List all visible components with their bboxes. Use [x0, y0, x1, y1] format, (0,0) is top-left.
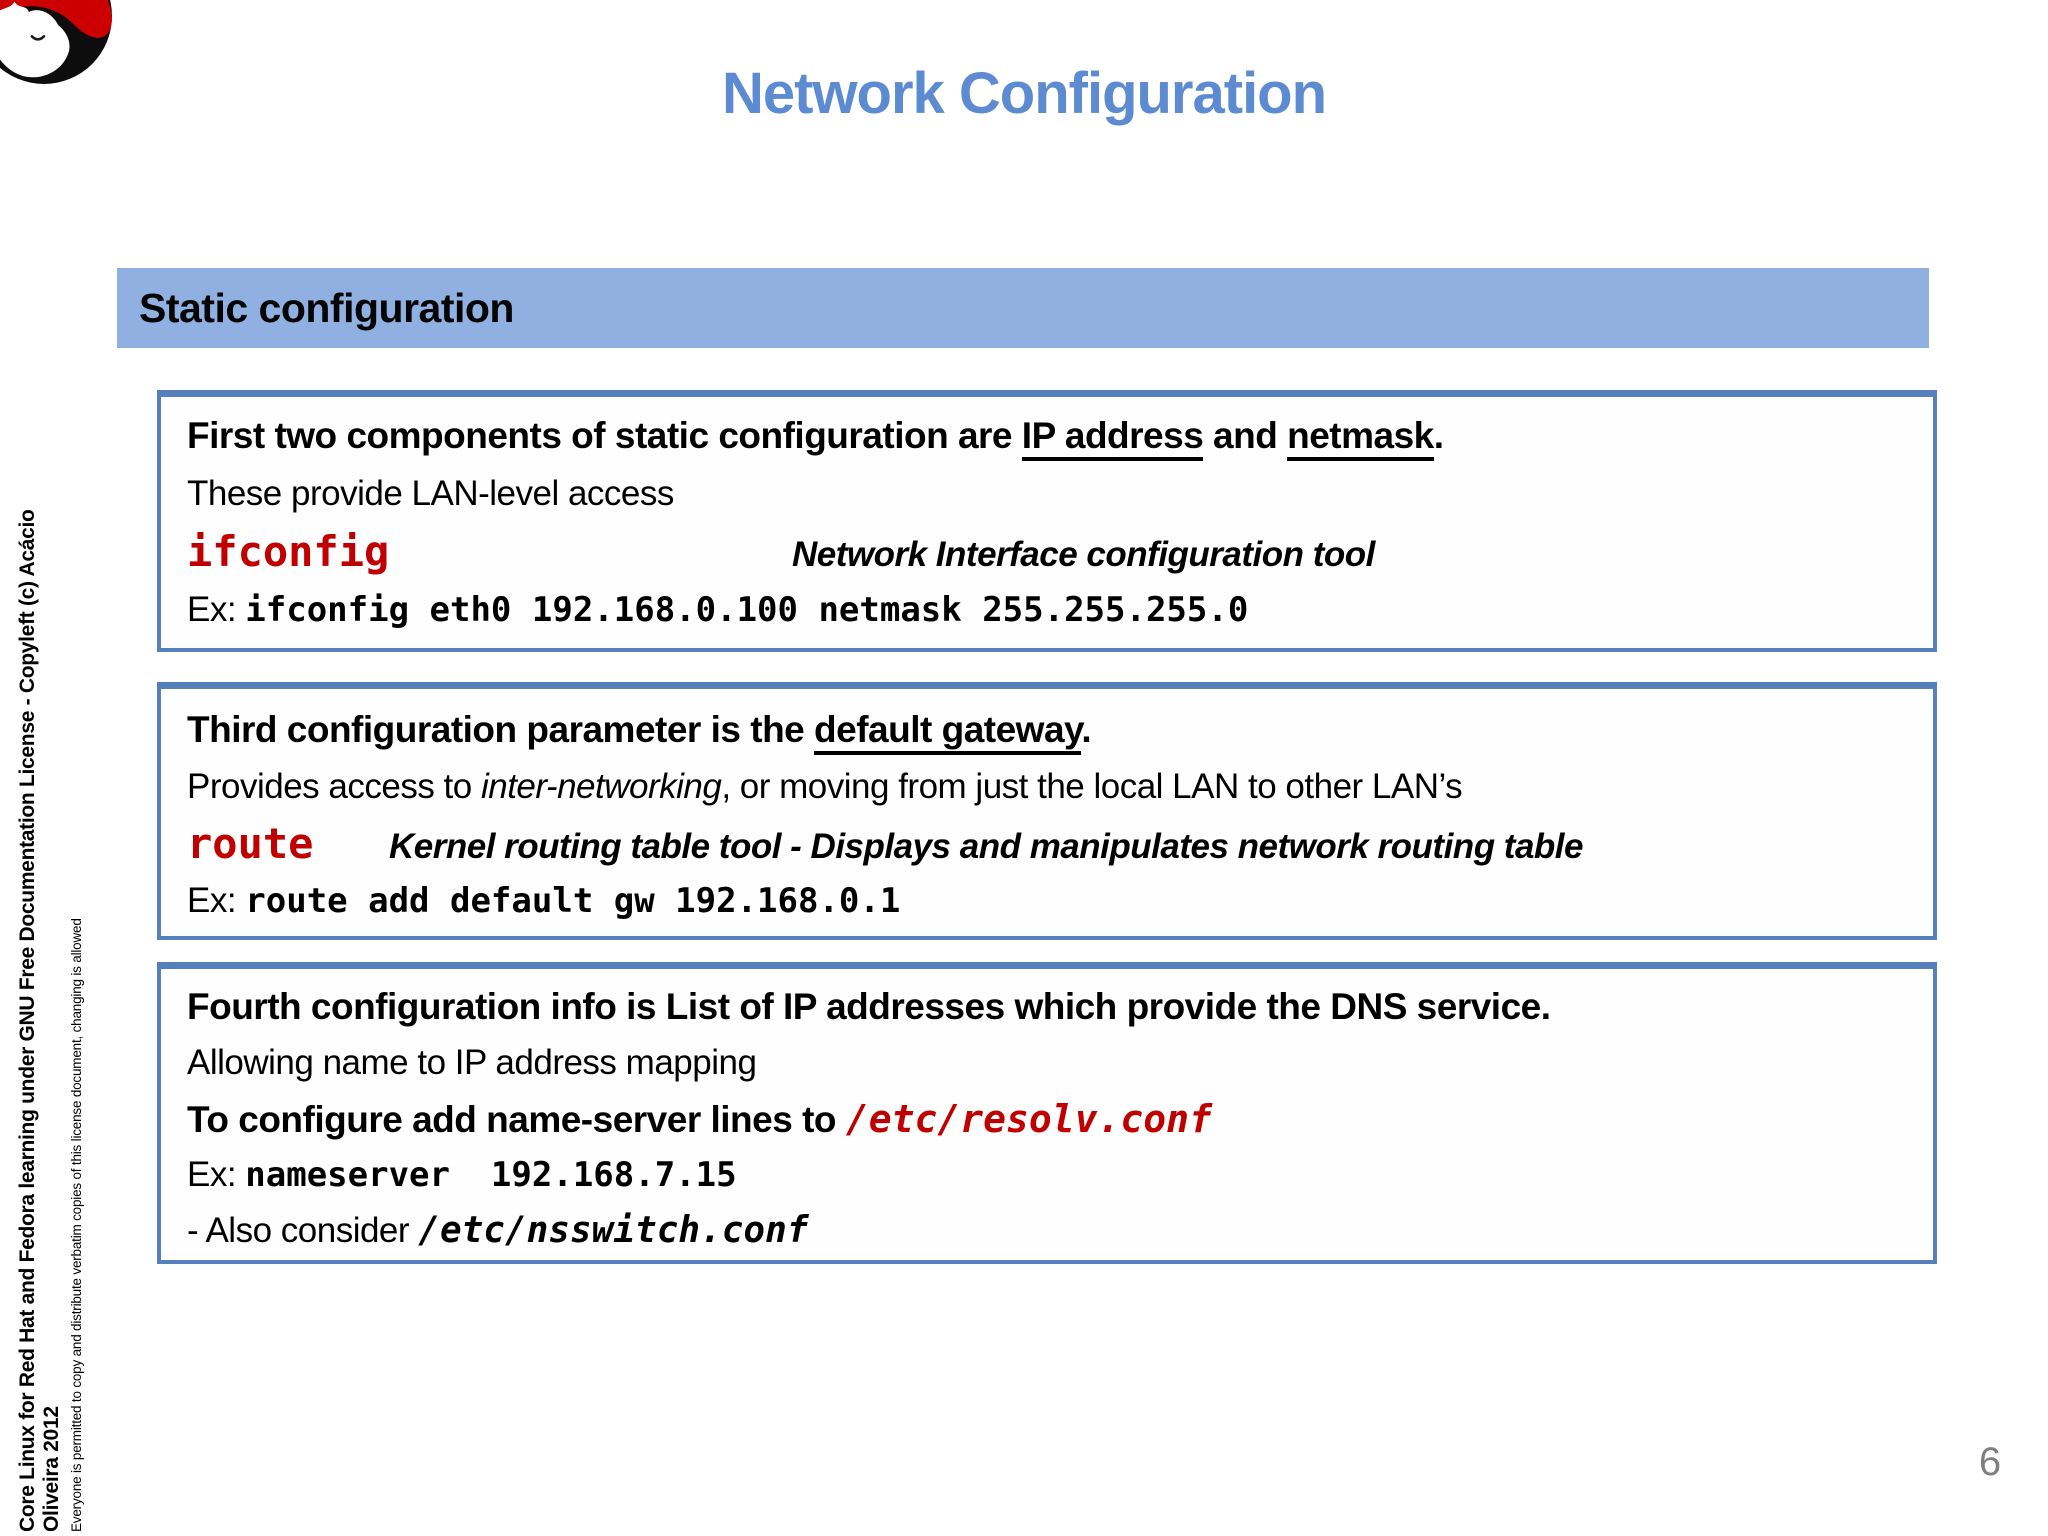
example-label: Ex:	[187, 881, 246, 920]
redhat-logo-icon	[0, 0, 112, 84]
subline-text: Allowing name to IP address mapping	[187, 1043, 757, 1082]
page-number: 6	[1978, 1440, 2002, 1484]
command-description: Kernel routing table tool - Displays and…	[389, 827, 1583, 866]
box1-heading: First two components of static configura…	[187, 407, 1923, 465]
command-ifconfig: ifconfig	[187, 527, 390, 576]
box3-heading: Fourth configuration info is List of IP …	[187, 979, 1923, 1035]
file-path-resolv-conf: /etc/resolv.conf	[845, 1097, 1212, 1141]
example-command: nameserver 192.168.7.15	[245, 1155, 737, 1195]
box2-example-line: Ex: route add default gw 192.168.0.1	[187, 872, 1923, 929]
example-label: Ex:	[187, 1155, 246, 1194]
heading-text: First two components of static configura…	[187, 415, 1022, 456]
page-title: Network Configuration	[721, 61, 1327, 126]
heading-text: Third configuration parameter is the	[187, 709, 815, 750]
license-line-permission: Everyone is permitted to copy and distri…	[69, 918, 84, 1532]
heading-text: .	[1081, 709, 1092, 750]
box2-heading: Third configuration parameter is the def…	[187, 701, 1923, 758]
heading-text: .	[1433, 415, 1444, 456]
note-text: - Also consider	[187, 1211, 419, 1250]
heading-text: Fourth configuration info is List of IP …	[187, 986, 1551, 1027]
content-box-ip-netmask: First two components of static configura…	[157, 390, 1937, 652]
section-header-bar: Static configuration	[117, 268, 1929, 348]
subline-text: , or moving from just the local LAN to o…	[721, 767, 1463, 806]
subline-text: Provides access to	[187, 767, 481, 806]
box3-note-line: - Also consider /etc/nsswitch.conf	[187, 1203, 1923, 1259]
underlined-term-ip-address: IP address	[1021, 415, 1204, 461]
underlined-term-default-gateway: default gateway	[814, 709, 1082, 755]
underlined-term-netmask: netmask	[1287, 415, 1434, 461]
box2-subline: Provides access to inter-networking, or …	[187, 758, 1923, 815]
box1-subline: These provide LAN-level access	[187, 465, 1923, 523]
command-route: route	[187, 819, 314, 868]
example-label: Ex:	[187, 590, 246, 629]
content-box-dns: Fourth configuration info is List of IP …	[157, 962, 1937, 1264]
box2-command-line: route Kernel routing table tool - Display…	[187, 815, 1923, 872]
file-path-nsswitch-conf: /etc/nsswitch.conf	[418, 1210, 809, 1251]
heading-text: and	[1203, 415, 1288, 456]
subline-text: These provide LAN-level access	[187, 474, 674, 513]
license-line-main: Core Linux for Red Hat and Fedora learni…	[16, 509, 63, 1532]
example-command: route add default gw 192.168.0.1	[245, 881, 901, 921]
box3-config-line: To configure add name-server lines to /e…	[187, 1091, 1923, 1147]
example-command: ifconfig eth0 192.168.0.100 netmask 255.…	[245, 590, 1249, 630]
box3-subline: Allowing name to IP address mapping	[187, 1035, 1923, 1091]
license-sidebar: Core Linux for Red Hat and Fedora learni…	[16, 502, 84, 1532]
config-instruction: To configure add name-server lines to	[187, 1099, 846, 1140]
italic-term-inter-networking: inter-networking	[480, 767, 722, 806]
box3-example-line: Ex: nameserver 192.168.7.15	[187, 1147, 1923, 1203]
content-box-gateway: Third configuration parameter is the def…	[157, 682, 1937, 940]
command-description: Network Interface configuration tool	[792, 535, 1375, 574]
section-header-label: Static configuration	[139, 284, 514, 331]
box1-example-line: Ex: ifconfig eth0 192.168.0.100 netmask …	[187, 581, 1923, 639]
box1-command-line: ifconfig Network Interface configuration …	[187, 523, 1923, 581]
